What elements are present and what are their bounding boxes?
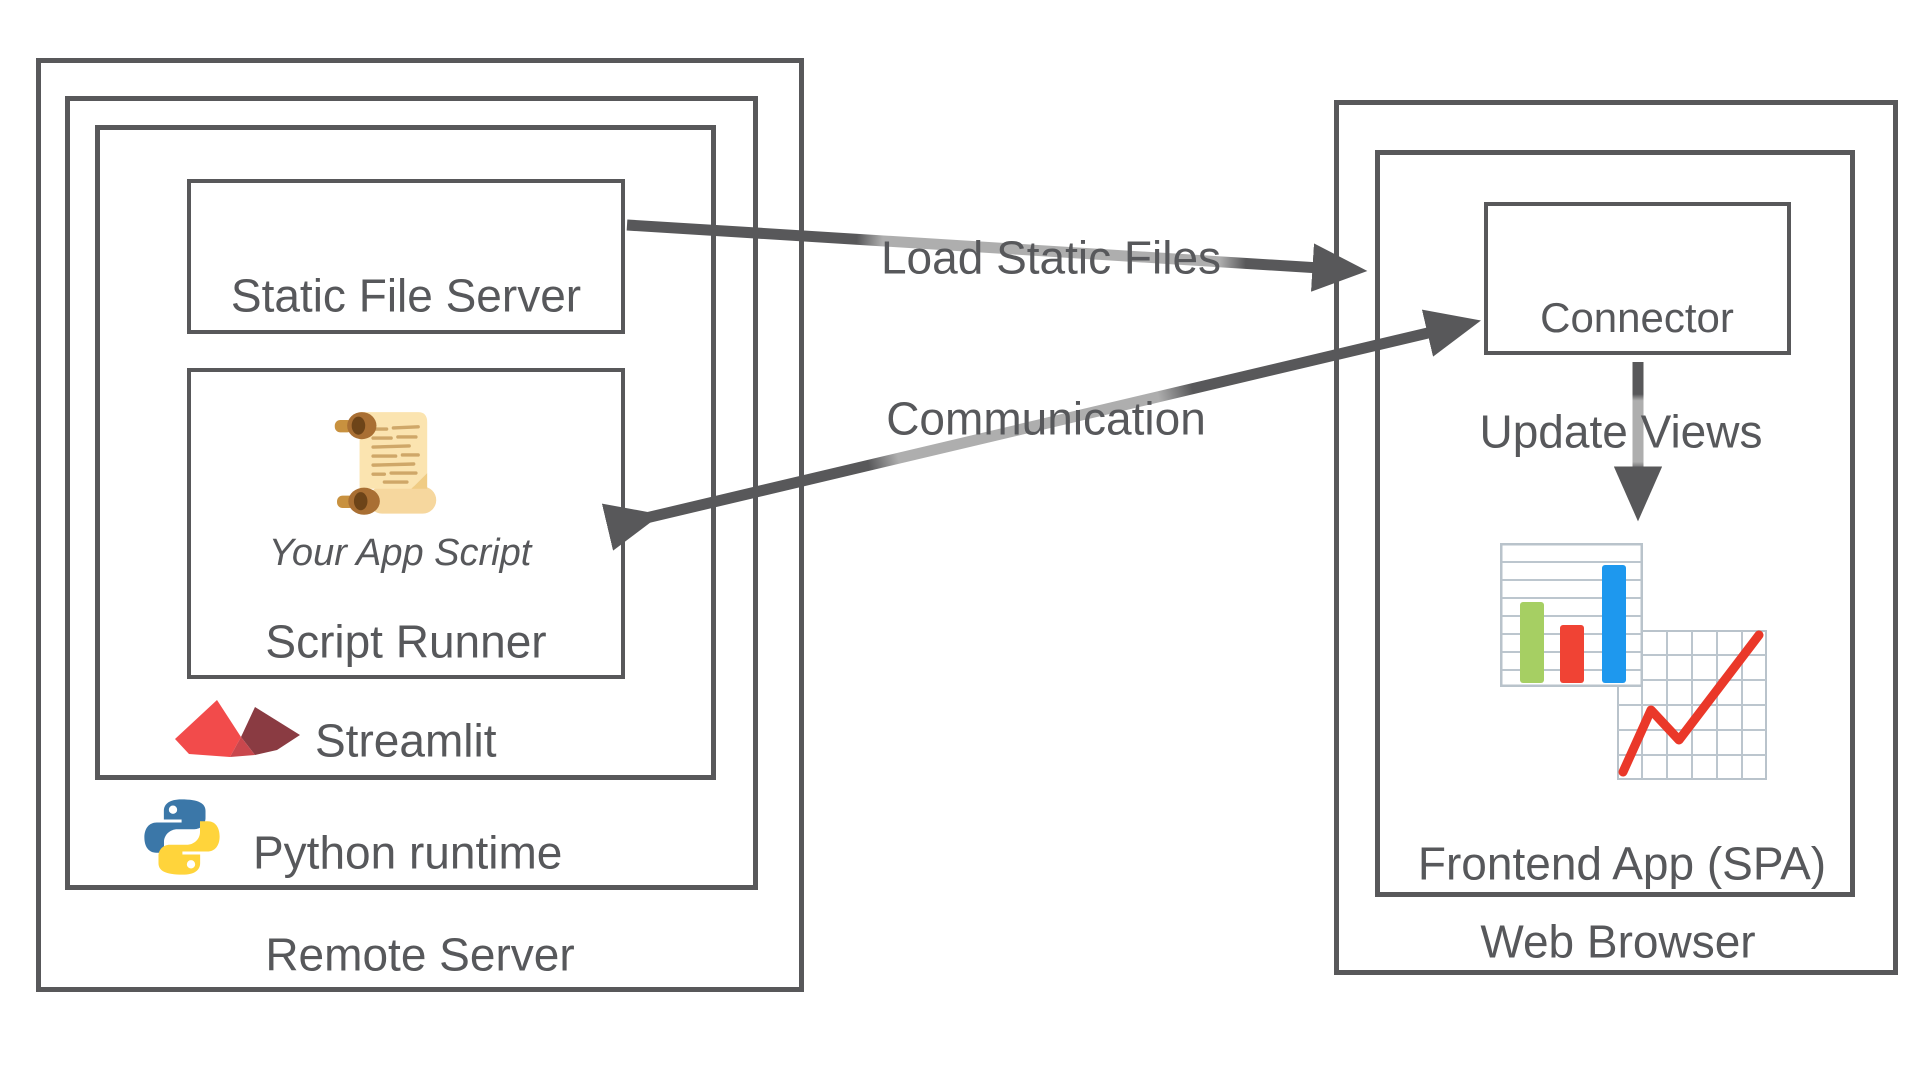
static-file-server-label: Static File Server (230, 269, 582, 322)
your-app-script-label: Your App Script (268, 532, 532, 575)
connector-box (1484, 202, 1791, 355)
communication-label: Communication (886, 392, 1206, 445)
connector-label: Connector (1540, 293, 1734, 341)
streamlit-label: Streamlit (315, 714, 497, 767)
python-logo-icon (139, 793, 225, 881)
streamlit-logo-icon (175, 697, 300, 759)
frontend-app-label: Frontend App (SPA) (1417, 837, 1827, 890)
app-script-scroll-icon (328, 405, 452, 523)
python-runtime-label: Python runtime (253, 826, 563, 879)
load-static-files-label: Load Static Files (880, 231, 1222, 284)
remote-server-label: Remote Server (265, 928, 575, 981)
bar-chart-icon (1500, 543, 1643, 687)
web-browser-label: Web Browser (1480, 915, 1756, 968)
static-file-server-box (187, 179, 625, 334)
update-views-label: Update Views (1479, 405, 1763, 458)
script-runner-label: Script Runner (265, 615, 547, 668)
